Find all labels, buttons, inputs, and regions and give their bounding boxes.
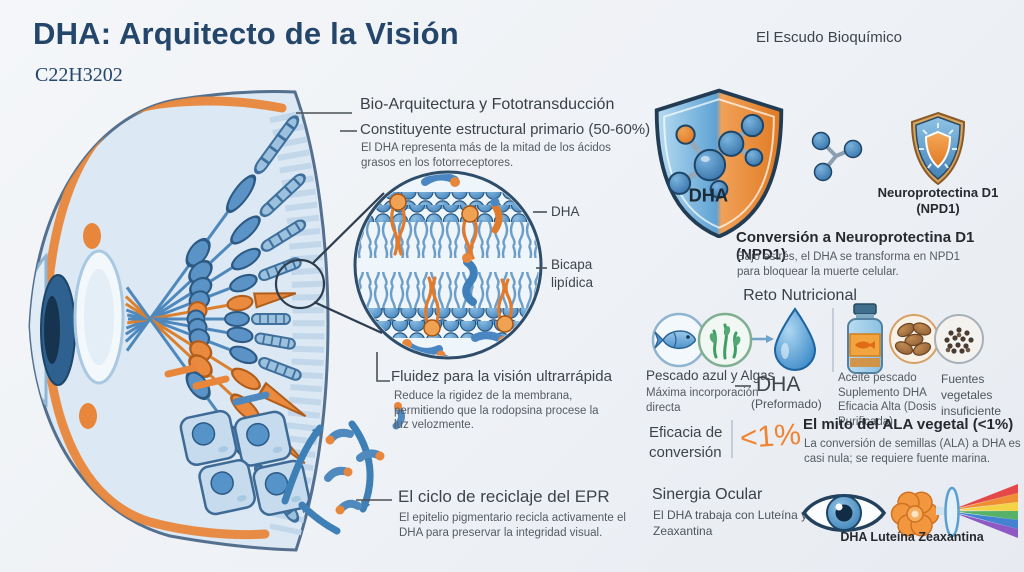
plant-body: Fuentes vegetales insuficiente (941, 372, 1002, 419)
dha-preformed-sub: (Preformado) (751, 397, 822, 411)
photoreceptor-outer-segments (269, 110, 325, 536)
membrane-disc-rods (164, 364, 270, 406)
ala-myth-title: El mito del ALA vegetal (<1%) (803, 416, 1014, 433)
ala-myth-body: La conversión de semillas (ALA) a DHA es… (804, 438, 1021, 465)
algae-icon (697, 312, 753, 368)
marine-title: Pescado azul y Algas (646, 368, 775, 383)
conversion-body: Bajo estrés, el DHA se transforma en NPD… (737, 251, 961, 278)
supplement-body: Aceite pescado Suplemento DHA Eficacia A… (838, 372, 937, 429)
droplet-icon (773, 307, 817, 371)
shield-header: El Escudo Bioquímico (756, 29, 902, 46)
nutrition-header: Reto Nutricional (743, 287, 857, 304)
npd1-shield-icon (910, 111, 966, 186)
almonds-icon (889, 314, 939, 364)
bilayer-label: Bicapa lipídica (551, 257, 594, 290)
seeds-icon (934, 314, 984, 364)
lens-core (84, 269, 114, 365)
dha-shield-icon: DHA (654, 88, 784, 238)
efficiency-value: <1% (738, 417, 802, 456)
lipid-bilayer-zoom (353, 170, 543, 360)
lutein-flower-icon (890, 491, 940, 537)
synergy-title: Sinergia Ocular (652, 486, 763, 503)
recycle-title: El ciclo de reciclaje del EPR (398, 487, 610, 506)
npd1-molecule-icon (811, 131, 863, 182)
ciliary-body-bottom (79, 403, 97, 429)
page-title: DHA: Arquitecto de la Visión (33, 16, 459, 51)
bio-architecture-header: Bio-Arquitectura y Fototransducción (360, 96, 615, 113)
eye-icon (801, 494, 887, 532)
synergy-caption: DHA Luteína Zeaxantina (840, 530, 984, 544)
constituent-title: Constituyente estructural primario (50-6… (360, 121, 651, 138)
fluidity-title: Fluidez para la visión ultrarrápida (391, 368, 612, 385)
eye-cross-section-illustration (28, 89, 405, 552)
pupil (44, 296, 60, 364)
prism-rainbow-icon (936, 484, 1018, 538)
synergy-body: El DHA trabaja con Luteína y Zeaxantina (653, 508, 808, 538)
dha-preformed-title: DHA (756, 373, 801, 396)
chemical-formula: C22H3202 (35, 64, 123, 86)
marine-body: Máxima incorporación directa (646, 387, 759, 414)
npd1-shield-label: Neuroprotectina D1 (NPD1) (877, 185, 999, 217)
molecule-atoms (667, 113, 765, 199)
recycle-body: El epitelio pigmentario recicla activame… (399, 512, 626, 539)
ciliary-body-top (83, 223, 101, 249)
dha-molecules (324, 402, 405, 515)
dha-membrane-label: DHA (551, 204, 580, 219)
leader-fluidity (376, 352, 390, 382)
efficiency-label: Eficacia de conversión (649, 424, 723, 461)
shield-rays (919, 123, 957, 169)
supplement-bottle-icon (847, 303, 883, 374)
rpe-cells (179, 409, 311, 516)
magnifier-callout (274, 192, 385, 335)
constituent-body: El DHA representa más de la mitad de los… (361, 142, 611, 169)
dha-shield-label: DHA (689, 185, 729, 206)
fluidity-body: Reduce la rigidez de la membrana, permit… (394, 390, 599, 432)
conversion-title: Conversión a Neuroprotectina D1 (NPD1) (736, 229, 975, 263)
